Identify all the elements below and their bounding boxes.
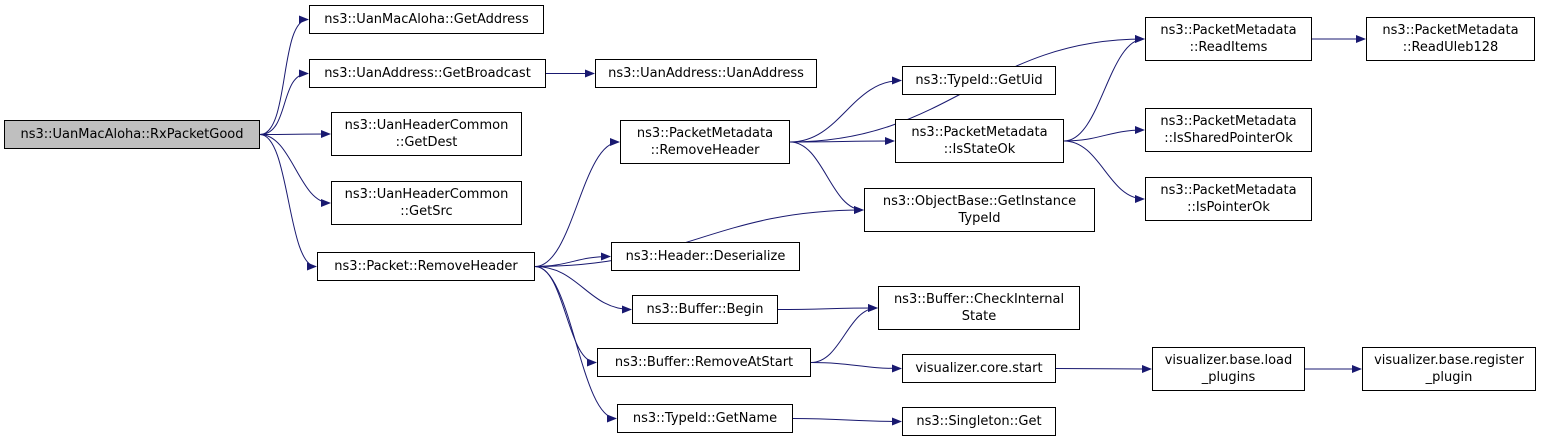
node-label-line: ns3::UanHeaderCommon	[344, 187, 509, 202]
node-label-line: ns3::Packet::RemoveHeader	[334, 259, 518, 274]
node-label-line: ::GetSrc	[400, 204, 453, 219]
edge-rx-packet-good-to-get-dest	[259, 130, 331, 139]
node-label-line: ::IsPointerOk	[1187, 200, 1270, 215]
node-label-line: ns3::UanMacAloha::RxPacketGood	[20, 127, 244, 142]
node-metadata-remove-header[interactable]: ns3::PacketMetadata::RemoveHeader	[620, 120, 790, 164]
node-label-line: ns3::PacketMetadata	[636, 126, 774, 141]
node-label-line: ns3::Header::Deserialize	[625, 249, 786, 264]
node-label-line: ::ReadItems	[1189, 40, 1268, 55]
node-label-line: ns3::TypeId::GetUid	[915, 73, 1043, 88]
node-label-line: ns3::Buffer::CheckInternal	[893, 292, 1065, 307]
edge-is-state-ok-to-is-pointer-ok	[1063, 140, 1145, 203]
edge-rx-packet-good-to-get-src	[259, 134, 331, 207]
node-label-line: ns3::PacketMetadata	[1160, 23, 1297, 38]
node-viz-register-plugin[interactable]: visualizer.base.register _plugin	[1362, 347, 1536, 391]
node-typeid-get-name[interactable]: ns3::TypeId::GetName	[617, 404, 793, 433]
edge-metadata-remove-header-to-is-state-ok	[789, 137, 895, 146]
edge-viz-core-start-to-viz-load-plugins	[1055, 364, 1152, 373]
node-get-dest[interactable]: ns3::UanHeaderCommon::GetDest	[331, 112, 522, 156]
node-label-line: ns3::Singleton::Get	[916, 414, 1042, 429]
node-label-line: ns3::PacketMetadata	[1160, 183, 1297, 198]
node-is-shared-pointer-ok[interactable]: ns3::PacketMetadata::IsSharedPointerOk	[1145, 108, 1312, 152]
node-label-line: ::ReadUleb128	[1402, 40, 1499, 55]
edge-buffer-begin-to-check-internal-state	[777, 304, 878, 313]
node-viz-core-start[interactable]: visualizer.core.start	[902, 354, 1056, 383]
node-buffer-begin[interactable]: ns3::Buffer::Begin	[632, 295, 778, 324]
node-label-line: State	[961, 309, 997, 324]
node-label-line: ::IsSharedPointerOk	[1164, 131, 1293, 146]
node-label-line: ::IsStateOk	[943, 142, 1016, 157]
node-label-line: ns3::ObjectBase::GetInstance	[882, 194, 1077, 209]
node-label-line: ns3::UanAddress::UanAddress	[608, 66, 804, 81]
edge-is-state-ok-to-read-items	[1063, 35, 1145, 142]
node-label-line: ns3::UanMacAloha::GetAddress	[324, 12, 529, 27]
node-label-line: ns3::Buffer::RemoveAtStart	[614, 355, 794, 370]
node-label-line: ::RemoveHeader	[650, 143, 760, 158]
edge-packet-remove-header-to-metadata-remove-header	[534, 138, 620, 267]
node-packet-remove-header[interactable]: ns3::Packet::RemoveHeader	[317, 252, 535, 281]
node-singleton-get[interactable]: ns3::Singleton::Get	[902, 407, 1056, 436]
node-get-uid[interactable]: ns3::TypeId::GetUid	[902, 66, 1056, 95]
node-label-line: ns3::PacketMetadata	[911, 125, 1048, 140]
edge-packet-remove-header-to-get-instance-typeid	[534, 206, 864, 267]
edge-packet-remove-header-to-buffer-begin	[534, 266, 632, 314]
node-is-pointer-ok[interactable]: ns3::PacketMetadata::IsPointerOk	[1145, 177, 1312, 221]
node-viz-load-plugins[interactable]: visualizer.base.load _plugins	[1152, 347, 1305, 391]
node-label-line: visualizer.base.register	[1374, 353, 1524, 368]
node-label-line: ns3::UanHeaderCommon	[344, 118, 509, 133]
node-label-line: ns3::TypeId::GetName	[632, 411, 778, 426]
edge-packet-remove-header-to-remove-at-start	[534, 266, 597, 367]
node-get-broadcast[interactable]: ns3::UanAddress::GetBroadcast	[309, 59, 546, 88]
node-label-line: visualizer.core.start	[915, 361, 1043, 376]
node-get-src[interactable]: ns3::UanHeaderCommon::GetSrc	[331, 181, 522, 225]
node-label-line: ns3::PacketMetadata	[1382, 23, 1519, 38]
edge-remove-at-start-to-viz-core-start	[810, 362, 902, 373]
edge-packet-remove-header-to-header-deserialize	[534, 252, 611, 267]
node-label-line: _plugins	[1201, 370, 1256, 385]
edge-metadata-remove-header-to-get-instance-typeid	[789, 141, 864, 214]
node-label-line: visualizer.base.load	[1164, 353, 1293, 368]
node-is-state-ok[interactable]: ns3::PacketMetadata::IsStateOk	[895, 119, 1064, 163]
edge-rx-packet-good-to-get-broadcast	[259, 69, 309, 135]
edge-metadata-remove-header-to-get-uid	[789, 76, 902, 143]
node-read-uleb128[interactable]: ns3::PacketMetadata::ReadUleb128	[1366, 17, 1535, 61]
node-label-line: _plugin	[1425, 370, 1473, 385]
edge-is-state-ok-to-is-shared-pointer-ok	[1063, 126, 1145, 142]
node-label-line: ::GetDest	[395, 135, 458, 150]
edge-rx-packet-good-to-packet-remove-header	[259, 134, 317, 271]
edge-remove-at-start-to-check-internal-state	[810, 304, 878, 363]
node-uan-address[interactable]: ns3::UanAddress::UanAddress	[595, 59, 817, 88]
edge-rx-packet-good-to-get-address	[259, 15, 309, 135]
node-remove-at-start[interactable]: ns3::Buffer::RemoveAtStart	[597, 348, 811, 377]
node-label-line: TypeId	[958, 211, 1001, 226]
node-label-line: ns3::PacketMetadata	[1160, 114, 1297, 129]
node-read-items[interactable]: ns3::PacketMetadata::ReadItems	[1145, 17, 1312, 61]
edge-packet-remove-header-to-typeid-get-name	[534, 266, 617, 423]
node-rx-packet-good: ns3::UanMacAloha::RxPacketGood	[4, 120, 260, 149]
node-header-deserialize[interactable]: ns3::Header::Deserialize	[611, 242, 800, 271]
edge-typeid-get-name-to-singleton-get	[792, 417, 902, 426]
node-label-line: ns3::UanAddress::GetBroadcast	[324, 66, 531, 81]
node-label-line: ns3::Buffer::Begin	[646, 302, 764, 317]
node-get-address[interactable]: ns3::UanMacAloha::GetAddress	[309, 5, 544, 34]
